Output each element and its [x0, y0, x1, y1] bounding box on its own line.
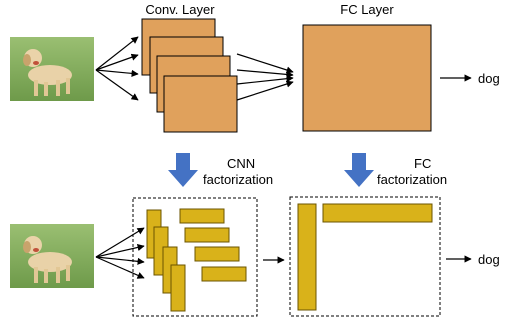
input-dog-image-top [10, 37, 94, 101]
cnn-horizontal-factor-2 [184, 227, 230, 243]
input-arrows-bottom [95, 227, 145, 279]
cnn-factorization-label-line1: CNN [227, 156, 255, 171]
output-label-top: dog [478, 71, 500, 86]
cnn-vertical-factor-4 [170, 264, 186, 312]
cnn-horizontal-factor-4 [201, 266, 247, 282]
conv-layer-stack [141, 18, 238, 133]
output-label-bottom: dog [478, 252, 500, 267]
fc-factor-blocks [297, 203, 433, 311]
fc-layer-block [302, 24, 432, 132]
fc-vertical-factor [297, 203, 317, 311]
cnn-factorized-box [132, 197, 258, 317]
fc-factorization-arrow [344, 153, 374, 187]
dog-icon [23, 49, 72, 96]
cnn-factorization-arrow [168, 153, 198, 187]
fc-horizontal-factor [322, 203, 433, 223]
fc-layer-title: FC Layer [340, 2, 394, 17]
input-dog-image-bottom [10, 224, 94, 288]
cnn-horizontal-factor-3 [194, 246, 240, 262]
cnn-factorization-label-line2: factorization [203, 172, 273, 187]
conv-to-fc-arrows [236, 53, 294, 101]
fc-factorized-box [289, 196, 441, 317]
fc-factorization-label-line1: FC [414, 156, 431, 171]
dog-icon [23, 236, 72, 283]
cnn-factor-blocks [146, 208, 247, 312]
conv-block-4 [163, 75, 238, 133]
conv-layer-title: Conv. Layer [145, 2, 215, 17]
input-arrows-top [95, 36, 139, 101]
fc-factorization-label-line2: factorization [377, 172, 447, 187]
cnn-horizontal-factor-1 [179, 208, 225, 224]
